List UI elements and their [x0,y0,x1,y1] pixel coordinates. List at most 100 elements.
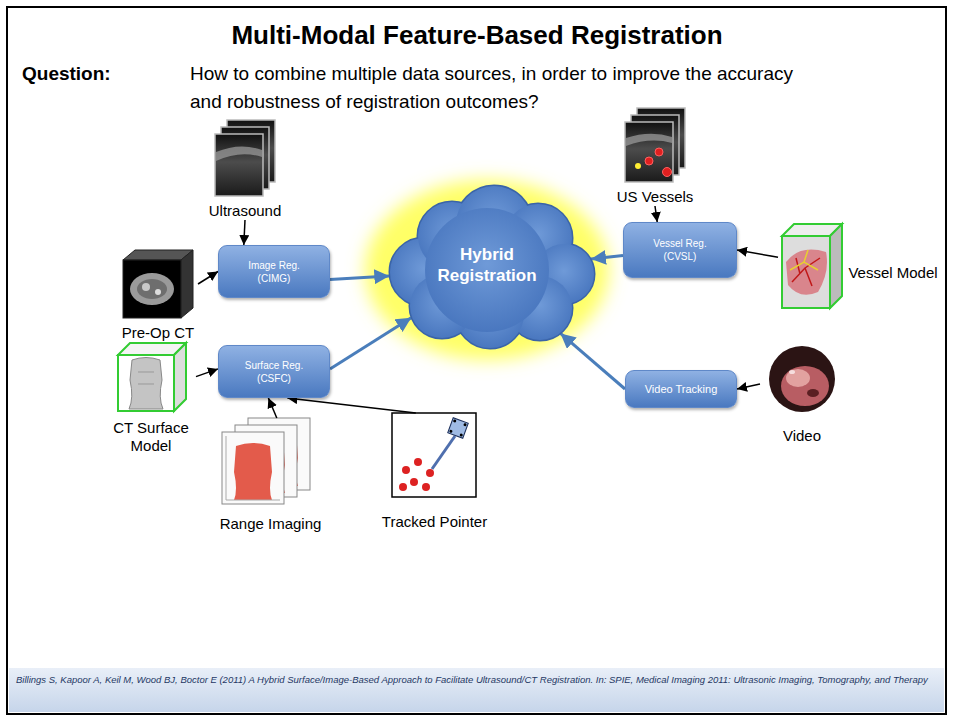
ct-volume: Pre-Op CT [118,250,198,342]
image-caption: Tracked Pointer [372,513,497,531]
tracked-pointer-figure [399,483,407,491]
slide-title: Multi-Modal Feature-Based Registration [20,20,934,51]
ct-volume-cube [123,260,181,318]
cloud-shape [372,180,602,350]
us-vessels-stack [635,163,641,169]
tracked-pointer-figure [463,423,467,427]
tracked-pointer-figure [410,478,418,486]
vessel-model-cube [782,224,842,308]
hybrid-cloud: Hybrid Registration [372,180,602,350]
range-image-stack [222,418,310,504]
ct-surface-cube [138,372,154,384]
endoscope-video-frame [769,346,835,412]
ultrasound-image: Ultrasound [205,120,285,220]
ct-surface-cube [118,355,174,411]
input-arrow [196,369,218,377]
endoscope-video-frame [786,369,810,387]
tracked-pointer-figure [453,419,457,423]
range-image-stack [226,436,280,500]
tracking-box: Video Tracking [625,370,737,408]
tracked-pointer-figure [392,413,476,497]
us-vessels-stack [625,108,685,182]
endoscope-video-frame [781,366,829,406]
ct-volume-cube [181,250,193,318]
vessel-model-cube [790,250,818,270]
ct-volume-cube [142,283,150,291]
tracked-pointer-figure [402,466,410,474]
ct-volume-cube [130,273,174,305]
output-arrow [330,276,389,280]
output-arrow [561,333,626,389]
ultrasound-stack [216,146,262,161]
range-imaging: Range Imaging [208,418,333,533]
image-caption: CT Surface Model [106,419,196,455]
us-vessels-stack [655,148,663,156]
vessel-model-cube [782,236,830,308]
tracked-pointer-figure [459,433,463,437]
us-vessels-image: US Vessels [610,108,700,206]
input-arrow [268,398,276,418]
ct-surface-model: CT Surface Model [106,343,196,455]
range-image-stack [234,443,272,500]
tracked-pointer-figure [414,458,422,466]
video-image: Video [760,345,844,445]
tracked-pointer-figure [448,418,469,439]
citation-band [9,668,944,712]
input-arrow [655,206,657,222]
tracked-pointer: Tracked Pointer [372,413,497,531]
input-arrow [737,384,760,389]
tracked-pointer-figure [448,418,469,439]
citation-text: Billings S, Kapoor A, Keil M, Wood BJ, B… [16,673,938,686]
box-label: Video Tracking [645,383,718,396]
output-arrow [330,318,411,369]
input-arrow [287,398,415,413]
ultrasound-stack [215,134,263,196]
image-caption: Range Imaging [208,515,333,533]
tracked-pointer-figure [392,413,476,497]
endoscope-video-frame [807,389,819,397]
registration-box: Image Reg. (CIMG) [218,245,330,298]
us-vessels-stack [663,168,672,177]
tracked-pointer-figure [422,483,430,491]
input-arrow [198,272,218,285]
cloud-glow [365,180,609,360]
ct-surface-cube [174,343,186,411]
vessel-model: Vessel Model [778,222,940,310]
slide-frame [7,7,946,714]
input-arrow [737,250,778,257]
registration-box: Surface Reg. (CSFC) [218,345,330,398]
question-text: How to combine multiple data sources, in… [190,60,820,116]
endoscope-video-frame [769,346,835,412]
output-arrow [591,256,623,259]
range-image-stack [222,432,284,504]
ct-surface-cube [118,343,186,411]
range-image-stack [222,432,284,504]
ct-volume-cube [155,289,161,295]
ct-volume-cube [123,250,193,318]
cloud-outline [425,208,549,332]
ct-volume-cube [137,279,167,299]
vessel-model-cube [786,250,827,295]
box-label: Vessel Reg. (CVSL) [645,237,715,263]
us-vessels-stack [645,157,653,165]
tracked-pointer-figure [432,436,455,469]
tracked-pointer-figure [426,469,434,477]
tracked-pointer-figure [449,429,453,433]
box-label: Image Reg. (CIMG) [239,259,309,285]
image-caption: Ultrasound [205,202,285,220]
input-arrow [244,220,245,245]
question-label: Question: [22,60,182,88]
cloud-label: Hybrid Registration [425,244,549,286]
ultrasound-stack [215,120,275,196]
image-caption: US Vessels [610,188,700,206]
us-vessels-stack [625,122,673,182]
cloud-fill [425,208,549,332]
us-vessels-stack [626,134,672,146]
ct-surface-cube [129,358,163,410]
box-label: Surface Reg. (CSFC) [237,359,311,385]
vessel-model-cube [792,258,820,286]
registration-box: Vessel Reg. (CVSL) [623,222,737,278]
image-caption: Vessel Model [846,250,940,282]
